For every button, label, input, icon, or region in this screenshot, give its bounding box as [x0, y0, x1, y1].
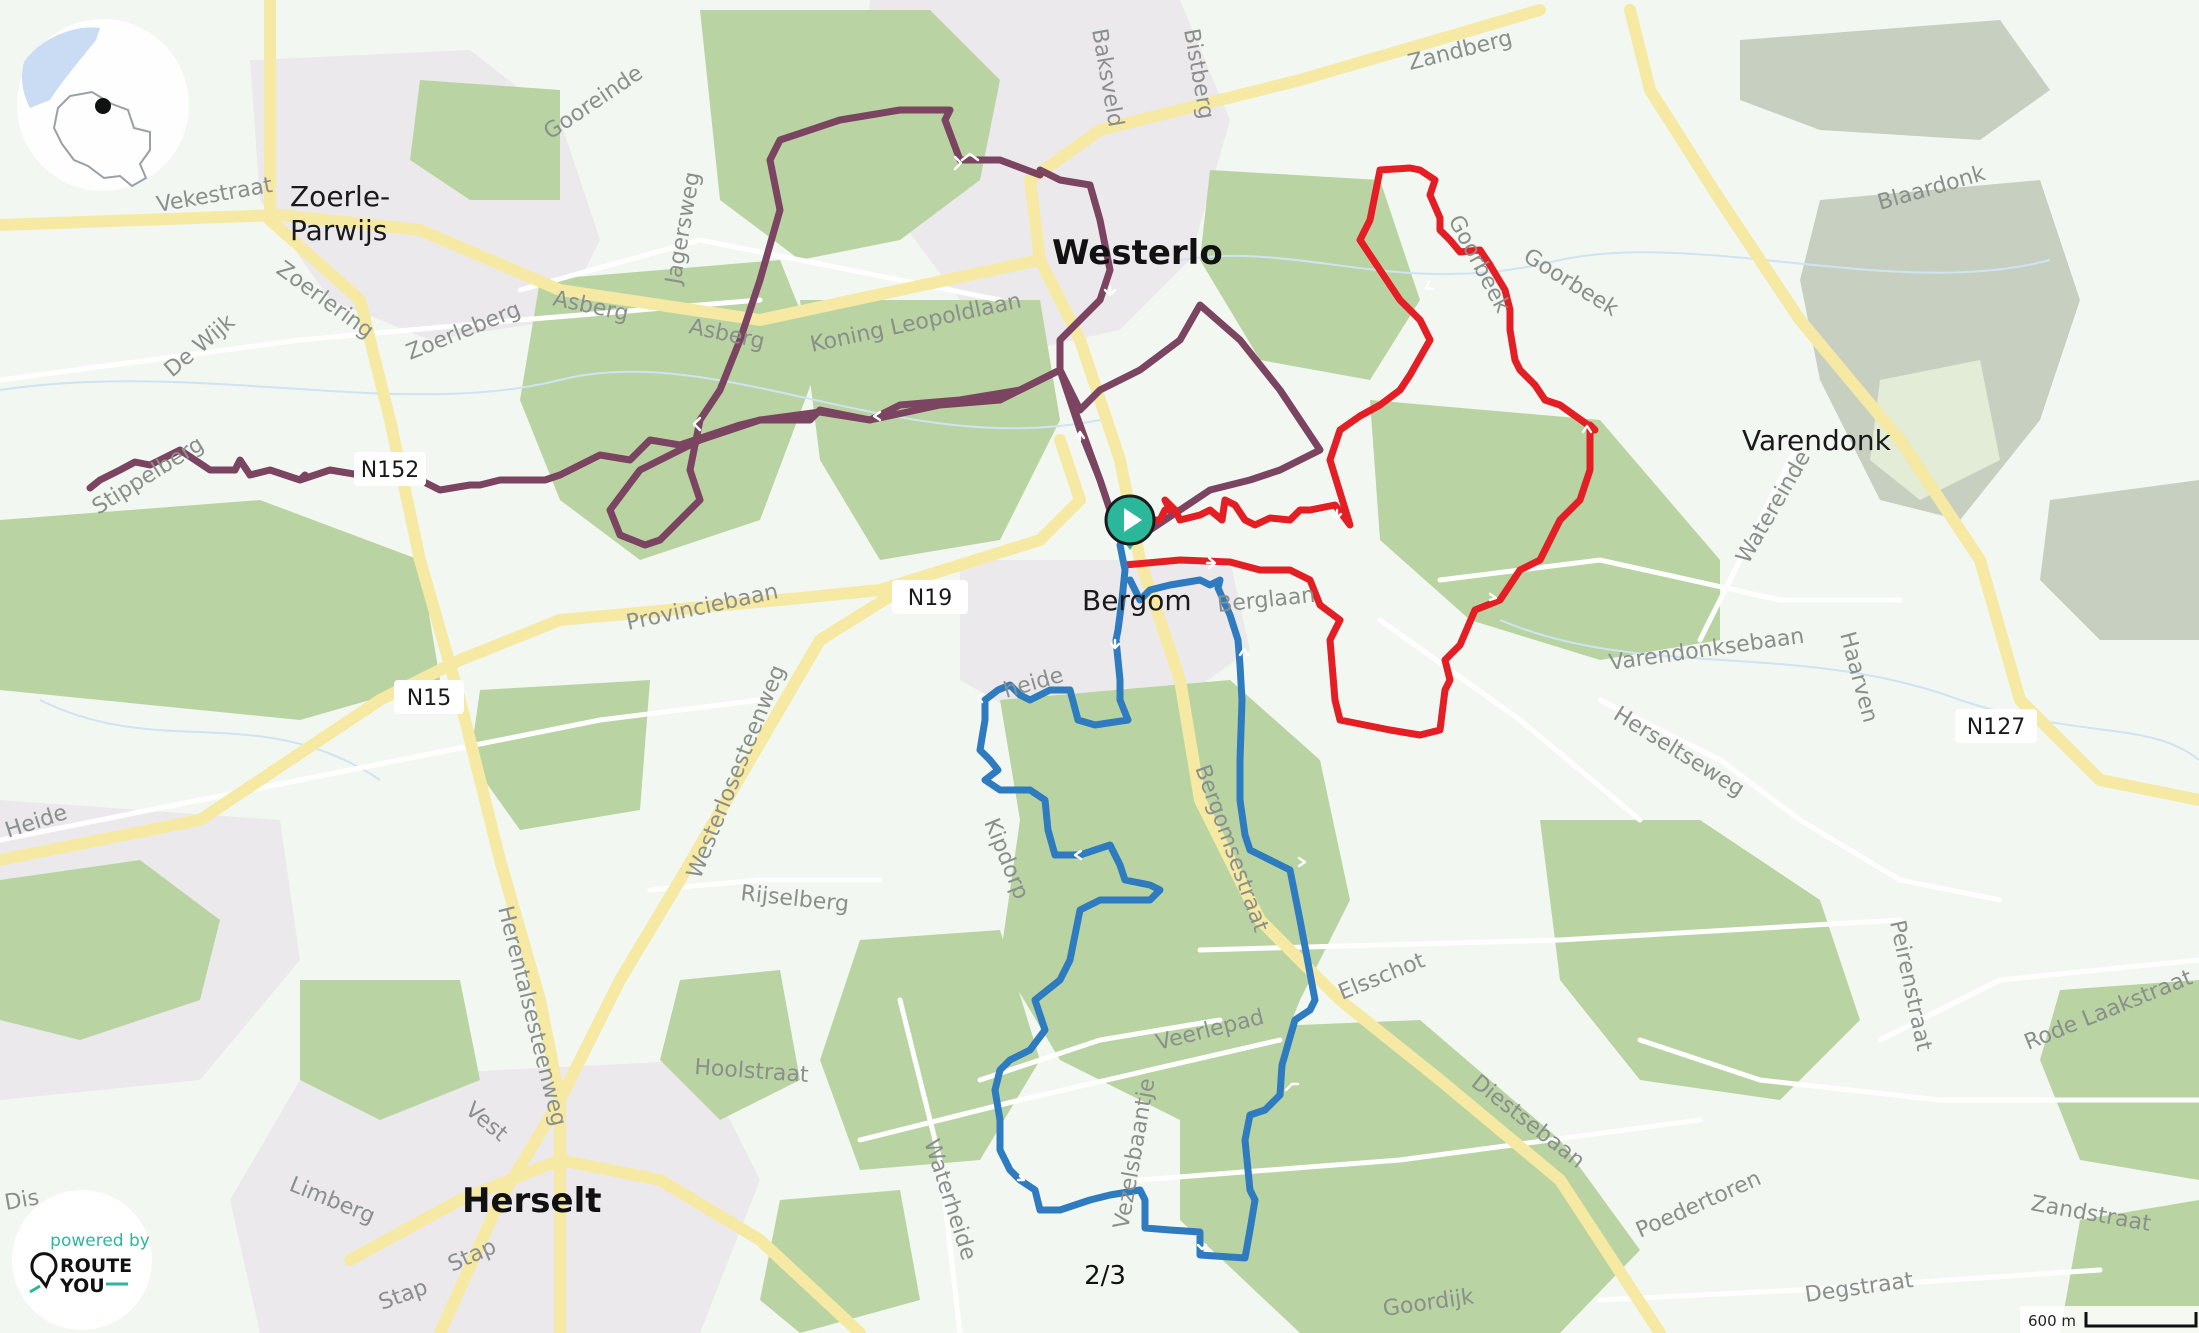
route-loop-1b[interactable]: [606, 106, 1324, 549]
route-loop-3[interactable]: [976, 541, 1319, 1262]
svg-text:N152: N152: [361, 458, 419, 483]
road-shield-n19: N19: [892, 580, 968, 614]
overview-locator[interactable]: [17, 19, 189, 191]
belgium-locator-icon: [52, 90, 151, 188]
place-label-varendonk: Varendonk: [1742, 424, 1892, 457]
svg-text:N15: N15: [407, 686, 451, 711]
svg-text:N19: N19: [908, 586, 952, 611]
place-label-bergom: Bergom: [1082, 584, 1192, 617]
route-loop-2[interactable]: [1121, 164, 1599, 739]
town-label-herselt: Herselt: [462, 1181, 602, 1221]
road-shield-n152: N152: [354, 452, 426, 486]
svg-text:N127: N127: [1967, 715, 2025, 740]
routeyou-logo-icon: [29, 1252, 58, 1294]
road-shield-n15: N15: [394, 680, 464, 714]
branding-powered-by: powered by: [50, 1231, 150, 1251]
page-indicator: 2/3: [1084, 1261, 1126, 1291]
place-label-parwijs: Parwijs: [290, 214, 387, 247]
clearing: [1870, 360, 2000, 500]
route-direction-arrows: [692, 152, 1593, 1251]
svg-text:600 m: 600 m: [2028, 1312, 2076, 1330]
route-you-branding[interactable]: powered by ROUTE YOU: [12, 1190, 152, 1330]
mixed-forest-areas: [1740, 20, 2199, 640]
place-label-zoerle: Zoerle-: [290, 180, 390, 213]
road-shield-n127: N127: [1955, 709, 2037, 743]
play-icon: [1124, 508, 1142, 532]
town-label-westerlo: Westerlo: [1052, 233, 1223, 273]
minor-roads: [0, 237, 2199, 1333]
scale-bar: 600 m: [2020, 1306, 2199, 1333]
branding-you: YOU: [59, 1275, 105, 1297]
branding-route: ROUTE: [60, 1255, 132, 1277]
waterways: [0, 251, 2199, 781]
start-marker[interactable]: [1104, 494, 1156, 550]
